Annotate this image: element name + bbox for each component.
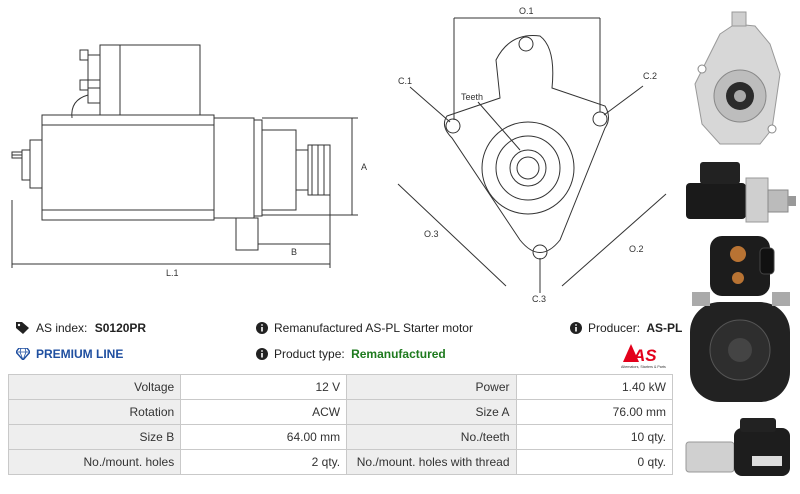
product-photo-side — [686, 162, 796, 223]
product-photo-rear — [690, 236, 790, 402]
label-c3: C.3 — [532, 294, 546, 304]
label-o1: O.1 — [519, 6, 534, 16]
spec-label: Rotation — [7, 399, 182, 425]
product-description: Remanufactured AS-PL Starter motor — [256, 320, 473, 335]
spec-label: Voltage — [7, 374, 182, 400]
premium-line-badge: PREMIUM LINE — [16, 346, 123, 361]
label-o2: O.2 — [629, 244, 644, 254]
spec-label: Size B — [7, 424, 182, 450]
as-pl-logo: AS Alternators, Starters & Parts — [621, 344, 666, 369]
info-icon — [256, 347, 268, 360]
spec-value: 10 qty. — [515, 424, 673, 450]
technical-drawing: O.1 C.1 C.2 Teeth O.3 O.2 C.3 A B L.1 — [11, 6, 667, 304]
tag-icon — [16, 321, 29, 334]
as-index-value: S0120PR — [94, 320, 147, 335]
spec-value: 64.00 mm — [180, 424, 348, 450]
label-c1: C.1 — [398, 76, 412, 86]
starter-front-view — [397, 17, 667, 293]
label-c2: C.2 — [643, 71, 657, 81]
product-type-value: Remanufactured — [351, 346, 446, 361]
producer-value: AS-PL — [646, 320, 683, 335]
spec-value: 76.00 mm — [515, 399, 673, 425]
label-a: A — [361, 162, 367, 172]
label-b: B — [291, 247, 297, 257]
as-index: AS index: S0120PR — [16, 320, 146, 335]
as-index-label: AS index: — [36, 320, 88, 335]
info-icon — [256, 321, 268, 334]
description-text: Remanufactured AS-PL Starter motor — [274, 320, 473, 335]
product-type-label: Product type: — [274, 346, 345, 361]
product-photo-angle — [685, 418, 790, 476]
label-teeth: Teeth — [461, 92, 483, 102]
spec-value: ACW — [180, 399, 348, 425]
spec-label: Size A — [346, 399, 517, 425]
spec-value: 2 qty. — [180, 449, 348, 475]
label-l1: L.1 — [166, 268, 179, 278]
product-info: AS index: S0120PR PREMIUM LINE Remanufac… — [0, 312, 682, 372]
spec-label: No./mount. holes — [7, 449, 182, 475]
spec-label: Power — [346, 374, 517, 400]
starter-side-view — [11, 44, 358, 268]
producer: Producer: AS-PL — [570, 320, 682, 335]
producer-label: Producer: — [588, 320, 641, 335]
spec-value: 1.40 kW — [515, 374, 673, 400]
product-photo-front — [694, 11, 781, 145]
diamond-icon — [16, 347, 30, 360]
spec-value: 0 qty. — [515, 449, 673, 475]
product-type: Product type: Remanufactured — [256, 346, 446, 361]
spec-value: 12 V — [180, 374, 348, 400]
spec-label: No./mount. holes with thread — [346, 449, 517, 475]
spec-label: No./teeth — [346, 424, 517, 450]
label-o3: O.3 — [424, 229, 439, 239]
logo-text: AS — [632, 346, 657, 365]
premium-line-text: PREMIUM LINE — [36, 346, 124, 361]
logo-tagline: Alternators, Starters & Parts — [621, 365, 666, 369]
info-icon — [570, 321, 582, 334]
